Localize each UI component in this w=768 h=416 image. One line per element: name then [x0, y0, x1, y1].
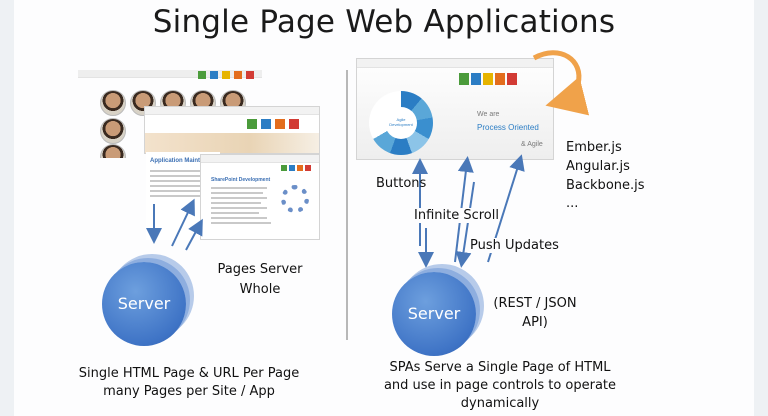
left-caption-line-2: many Pages per Site / App [103, 384, 275, 399]
right-caption-line-3: dynamically [460, 396, 540, 411]
buttons-label: Buttons [376, 176, 427, 191]
tile-icon [495, 73, 505, 85]
column-divider [346, 70, 348, 340]
left-screenshot-banner [144, 106, 320, 154]
tile-icon [483, 73, 493, 85]
diagram-wheel-icon [281, 185, 309, 213]
page-banner [145, 133, 319, 153]
process-oriented-text: Process Oriented [477, 123, 539, 132]
refresh-loop-arrow [532, 50, 590, 116]
tile-icon [247, 119, 257, 129]
right-screenshot-spa: Agile Development We are Process Oriente… [356, 58, 554, 160]
response-arrow [185, 218, 203, 251]
framework-ember: Ember.js [566, 140, 622, 155]
we-are-text: We are [477, 111, 500, 118]
tile-icon [210, 71, 218, 79]
response-arrow [171, 198, 195, 247]
pages-served-label-1: Pages Server [217, 262, 303, 277]
tile-icon [305, 165, 311, 171]
framework-backbone: Backbone.js [566, 178, 645, 193]
slide-left-edge [0, 0, 14, 416]
framework-angular: Angular.js [566, 159, 630, 174]
tile-icon [198, 71, 206, 79]
infinite-scroll-label: Infinite Scroll [414, 208, 499, 223]
agile-wheel-center [385, 107, 417, 139]
wheel-center-text: Agile Development [389, 117, 413, 127]
framework-ellipsis: ... [566, 196, 579, 211]
article-heading: Application Maintena [150, 158, 211, 164]
team-photo [100, 90, 126, 116]
pages-served-label-2: Whole [239, 282, 281, 297]
tile-icon [459, 73, 469, 85]
tile-icon [261, 119, 271, 129]
tile-icon [471, 73, 481, 85]
slide-title: Single Page Web Applications [152, 4, 616, 40]
right-server-node: Server [392, 272, 476, 356]
tile-icon [281, 165, 287, 171]
api-label-1: (REST / JSON [493, 296, 577, 311]
tile-icon [222, 71, 230, 79]
right-caption-line-2: and use in page controls to operate [383, 378, 617, 393]
tile-icon [289, 165, 295, 171]
tile-icon [297, 165, 303, 171]
tile-icon [507, 73, 517, 85]
slide-right-edge [754, 0, 768, 416]
agile-text: & Agile [521, 141, 543, 148]
left-server-node: Server [102, 262, 186, 346]
sharepoint-heading: SharePoint Development [211, 177, 271, 183]
tile-icon [289, 119, 299, 129]
left-screenshot-sharepoint: SharePoint Development [200, 154, 320, 240]
left-caption-line-1: Single HTML Page & URL Per Page [78, 366, 300, 381]
push-updates-label: Push Updates [470, 238, 559, 253]
team-photo [100, 118, 126, 144]
tile-icon [275, 119, 285, 129]
api-label-2: API) [522, 315, 548, 330]
right-caption-line-1: SPAs Serve a Single Page of HTML [389, 360, 611, 375]
tile-icon [246, 71, 254, 79]
tile-icon [234, 71, 242, 79]
